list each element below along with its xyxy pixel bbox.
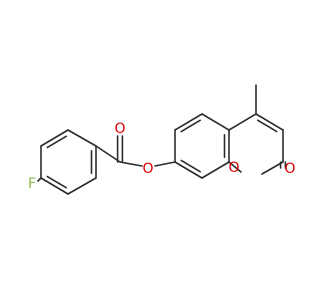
fluorophenyl-bond-3 bbox=[67, 129, 97, 147]
pyranone-bond-o1-c8a bbox=[228, 161, 242, 173]
aryl-carbonyl-bond bbox=[95, 145, 121, 163]
coumarin-benzo-double-1 bbox=[180, 119, 201, 133]
lactone-carbonyl-oxygen-label: O bbox=[284, 161, 295, 177]
ester-oxygen-label: O bbox=[142, 161, 153, 177]
pyranone-double-c3-c4 bbox=[257, 119, 278, 133]
fluorophenyl-bond-6 bbox=[40, 177, 69, 195]
coumarin-benzo-double-3 bbox=[180, 159, 201, 173]
coumarin-benzo-bond-2 bbox=[174, 113, 203, 131]
benzoate-carbonyl-oxygen-label: O bbox=[114, 121, 125, 137]
pyranone-bond-c4a-c4 bbox=[228, 113, 257, 131]
ester-c-o-bond bbox=[119, 161, 143, 167]
fluorine-atom-label: F bbox=[28, 176, 36, 192]
coumarin-benzo-bond-5 bbox=[201, 161, 230, 179]
fluorophenyl-bond-5 bbox=[67, 177, 97, 195]
ring-oxygen-label: O bbox=[228, 160, 239, 176]
c-f-bond bbox=[37, 177, 42, 182]
chemical-structure-diagram: F O O O O bbox=[28, 84, 296, 195]
ester-o-aryl-bond bbox=[154, 161, 176, 167]
coumarin-benzo-bond-6 bbox=[174, 161, 203, 179]
bond-group bbox=[37, 84, 287, 195]
fluorophenyl-bond-2 bbox=[40, 129, 69, 147]
atom-label-group: F O O O O bbox=[28, 121, 296, 192]
structure-canvas: F O O O O bbox=[27, 84, 296, 195]
pyranone-bond-c2-o1 bbox=[261, 161, 284, 175]
fluorophenyl-double-1 bbox=[46, 135, 68, 149]
pyranone-bond-c4-c3 bbox=[255, 113, 284, 131]
fluorophenyl-double-3 bbox=[46, 175, 68, 189]
coumarin-benzo-bond-3 bbox=[201, 113, 230, 131]
